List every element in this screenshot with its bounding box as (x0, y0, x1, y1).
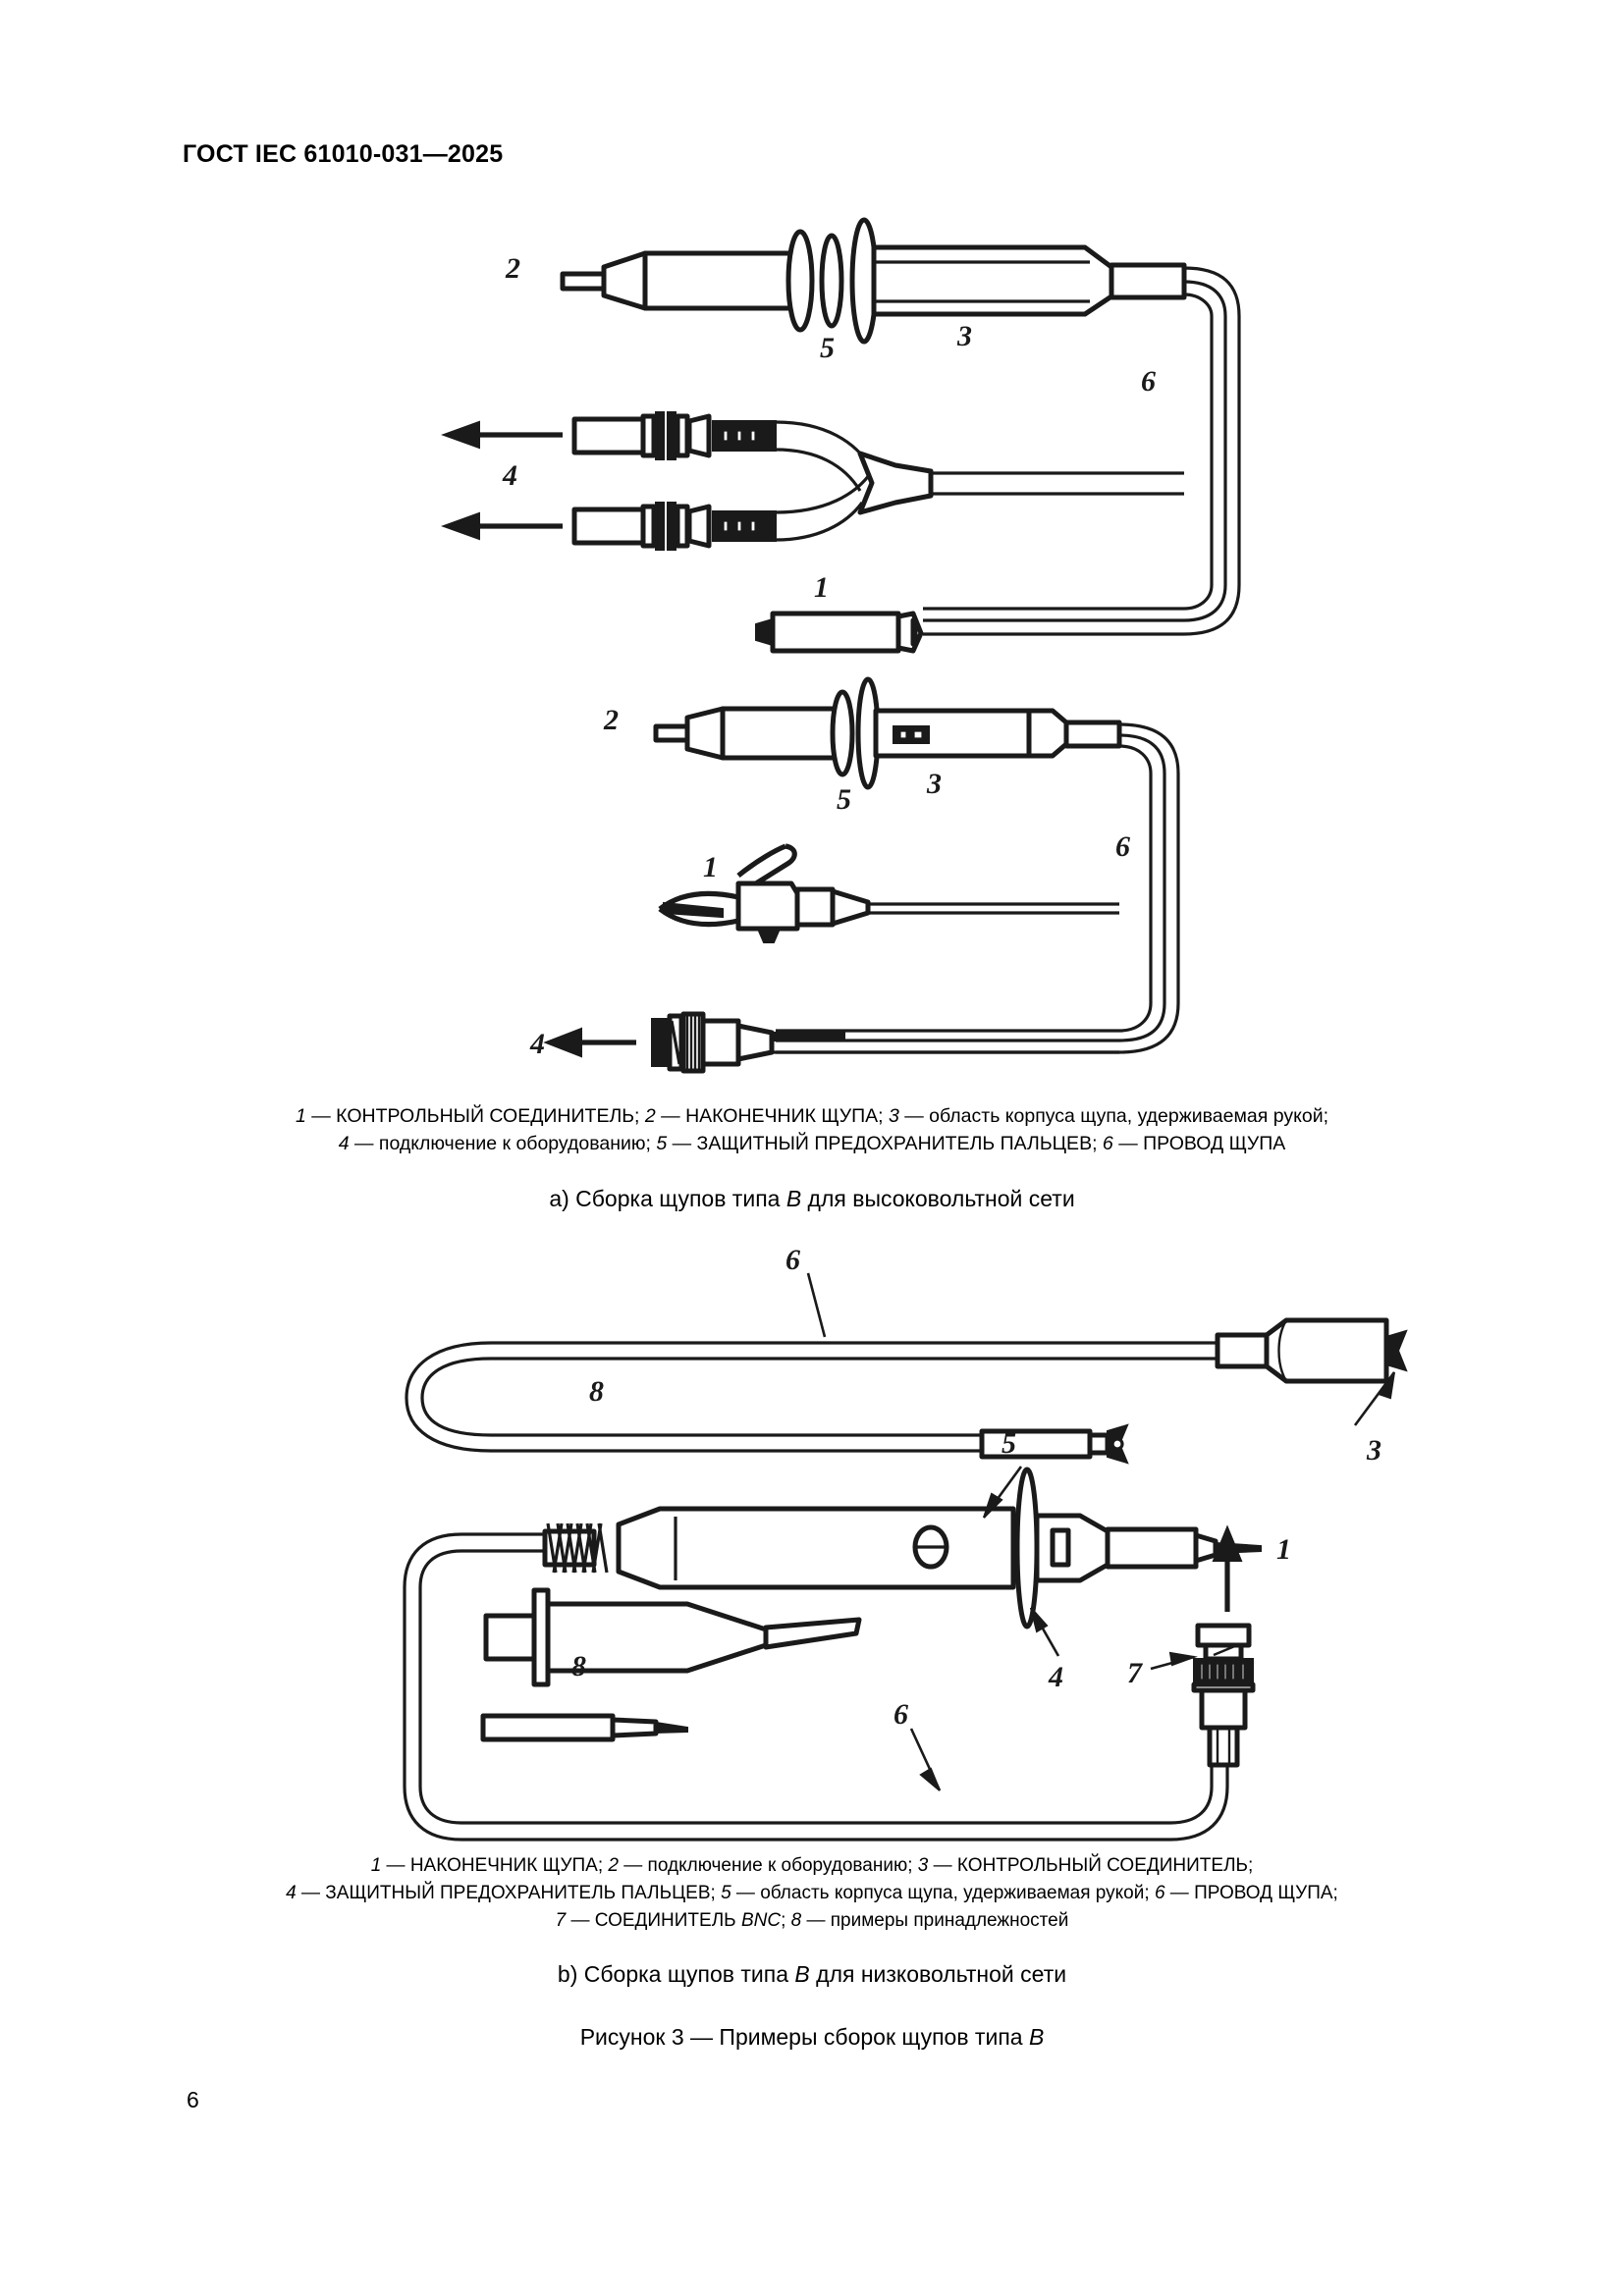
probe-body-top (871, 244, 1114, 317)
probe-tip-mid (653, 706, 726, 761)
arrow-to-equipment-upper (441, 420, 563, 450)
probe-cable-b (403, 1532, 1229, 1842)
label-5-top: 5 (820, 332, 835, 364)
arrow-to-equipment-b (1212, 1524, 1243, 1612)
figure-title: Рисунок 3 — Примеры сборок щупов типа B (579, 2024, 1045, 2050)
accessory-hook-adapter (483, 1587, 862, 1687)
ground-lead-short (979, 1423, 1129, 1465)
accessory-pin-adapter (480, 1713, 688, 1742)
figure-a-caption-line-2: 4 — подключение к оборудованию; 5 — ЗАЩИ… (338, 1133, 1286, 1154)
finger-guard-b (1014, 1467, 1040, 1629)
label-3-top-b: 3 (1366, 1434, 1381, 1467)
label-2-mid: 2 (603, 704, 619, 736)
figure-b-subcaption: b) Сборка щупов типа B для низковольтной… (557, 1961, 1067, 1987)
label-7-b: 7 (1127, 1657, 1143, 1689)
figure-b-caption-line-1: 1 — НАКОНЕЧНИК ЩУПА; 2 — подключение к о… (370, 1855, 1254, 1876)
document-header: ГОСТ IEC 61010-031—2025 (183, 140, 504, 168)
probe-cable-top (923, 266, 1241, 636)
label-1-b: 1 (1276, 1533, 1291, 1566)
label-1-top: 1 (814, 571, 829, 604)
label-4-top: 4 (502, 459, 517, 492)
label-4-b: 4 (1048, 1661, 1063, 1693)
ground-lead-connector (1215, 1317, 1408, 1384)
label-1-mid: 1 (703, 851, 718, 883)
label-6-top-b: 6 (785, 1244, 800, 1276)
figure-a-subcaption: a) Сборка щупов типа B для высоковольтно… (549, 1186, 1075, 1211)
banana-plug-upper (571, 411, 874, 492)
arrow-to-equipment-lower (441, 511, 563, 541)
figure-a-caption-line-1: 1 — КОНТРОЛЬНЫЙ СОЕДИНИТЕЛЬ; 2 — НАКОНЕЧ… (295, 1105, 1329, 1127)
finger-guard-mid (830, 676, 881, 790)
banana-plug-lower (571, 470, 874, 551)
figure-b-caption-line-2: 4 — ЗАЩИТНЫЙ ПРЕДОХРАНИТЕЛЬ ПАЛЬЦЕВ; 5 —… (286, 1883, 1338, 1903)
label-8-top-b: 8 (589, 1375, 604, 1408)
cable-y-junction (857, 451, 934, 515)
arrow-to-equipment-mid (543, 1027, 636, 1058)
probe-tip-top (560, 250, 648, 311)
probe-front-collar-b (1034, 1513, 1110, 1583)
probe-tip-b (1105, 1526, 1262, 1570)
main-cable-top (931, 471, 1184, 496)
label-6-mid: 6 (1115, 830, 1130, 863)
label-3-mid: 3 (926, 768, 942, 800)
label-5-mid: 5 (837, 783, 851, 816)
label-8-acc-b: 8 (571, 1650, 586, 1682)
test-connector-top (755, 611, 924, 654)
strain-relief-spring (542, 1522, 609, 1574)
probe-cable-mid (776, 722, 1180, 1054)
figure-b-caption-line-3: 7 — СОЕДИНИТЕЛЬ BNC; 8 — примеры принадл… (555, 1910, 1069, 1931)
bnc-connector-b (1191, 1623, 1256, 1768)
label-6-bottom-b: 6 (893, 1698, 908, 1731)
ground-lead-cable (405, 1341, 1218, 1453)
cable-ferrule-top (1109, 262, 1187, 300)
label-6-top: 6 (1141, 365, 1156, 398)
label-4-mid: 4 (529, 1028, 545, 1060)
finger-guard-top (785, 217, 879, 345)
probe-body-b (616, 1506, 1016, 1590)
page-number: 6 (187, 2087, 199, 2112)
label-2-top: 2 (505, 252, 520, 285)
label-5-b: 5 (1001, 1427, 1016, 1460)
label-3-top: 3 (956, 320, 972, 352)
alligator-clip-mid (658, 843, 1119, 943)
bnc-connector-mid (651, 1011, 1119, 1074)
leader-6-top (806, 1272, 827, 1338)
